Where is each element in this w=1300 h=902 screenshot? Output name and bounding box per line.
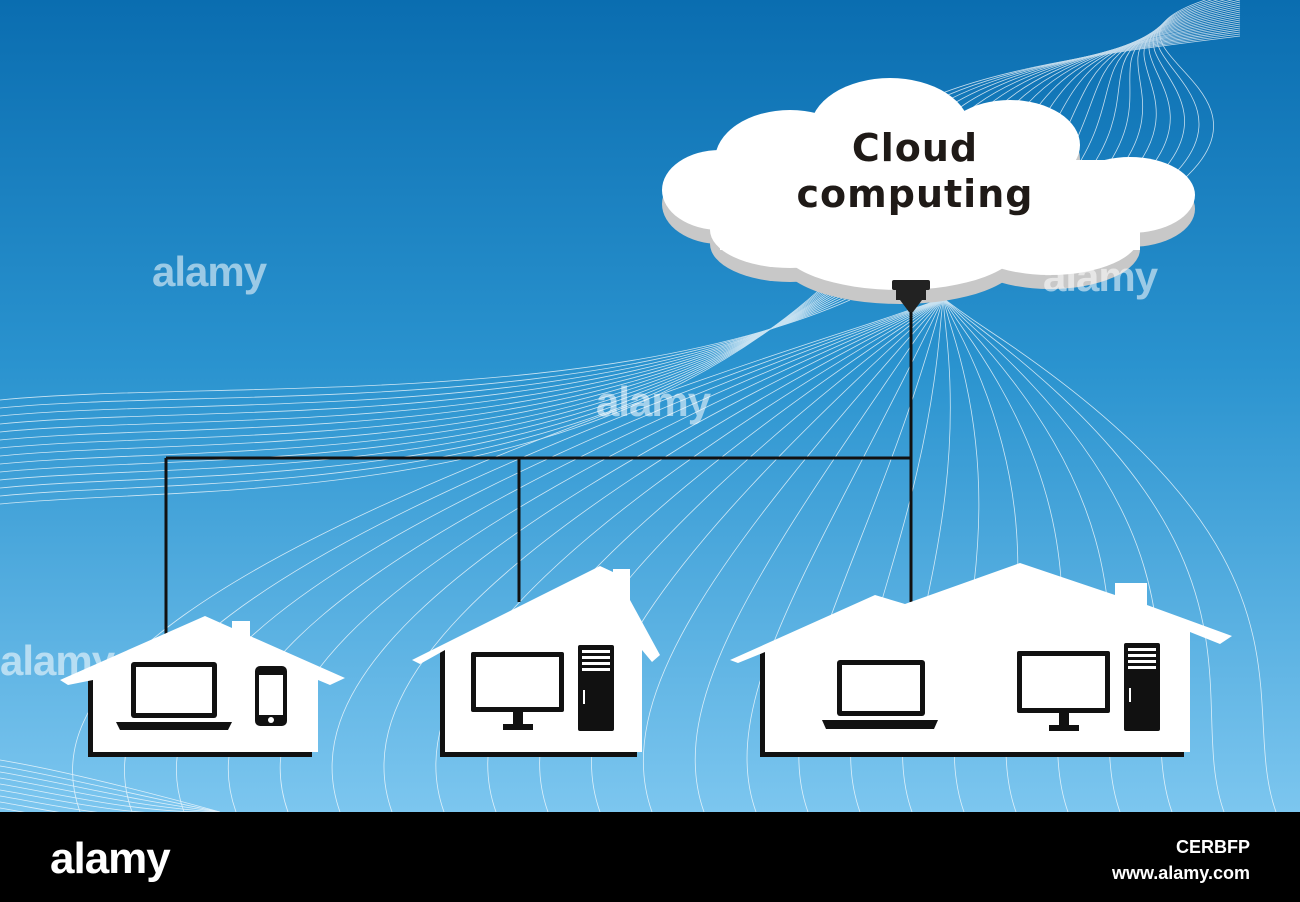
cloud-shape xyxy=(662,78,1195,304)
small-house xyxy=(60,616,345,757)
large-house xyxy=(730,563,1232,757)
monitor-icon xyxy=(1017,651,1110,731)
footer-logo: alamy xyxy=(50,834,171,883)
diagram-svg xyxy=(0,0,1300,812)
cloud-label: Cloud computing xyxy=(735,125,1095,217)
footer-image-info: CERBFP www.alamy.com xyxy=(1112,834,1250,886)
plug-connector-icon xyxy=(892,280,930,312)
laptop-icon xyxy=(822,660,938,729)
cloud-label-line1: Cloud xyxy=(851,126,979,170)
watermark: alamy xyxy=(0,637,115,684)
desktop-tower-icon xyxy=(578,645,614,731)
network-connectors xyxy=(164,300,913,635)
watermark: alamy xyxy=(596,378,711,425)
footer-url: www.alamy.com xyxy=(1111,863,1250,883)
cloud-label-line2: computing xyxy=(796,172,1034,216)
monitor-icon xyxy=(471,652,564,730)
footer-image-id: CERBFP xyxy=(1175,837,1250,857)
smartphone-icon xyxy=(255,666,287,726)
watermark: alamy xyxy=(152,248,267,295)
diagram-canvas: Cloud computing alamy alamy alamy alamy xyxy=(0,0,1300,812)
laptop-icon xyxy=(116,662,232,730)
footer-bar: alamy CERBFP www.alamy.com xyxy=(0,812,1300,902)
watermark: alamy xyxy=(1043,253,1158,300)
desktop-tower-icon xyxy=(1124,643,1160,731)
medium-house xyxy=(412,566,660,757)
